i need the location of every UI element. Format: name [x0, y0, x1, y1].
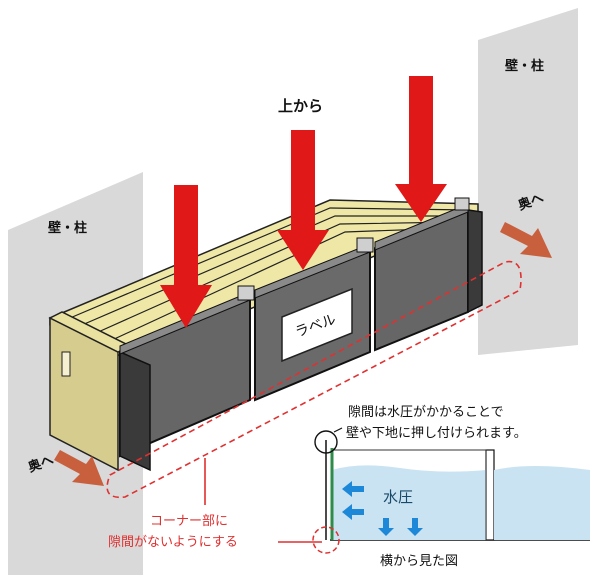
water-arrow-down-1-icon: [378, 518, 394, 536]
wall-right: [478, 8, 578, 355]
water-arrow-left-2-icon: [342, 504, 364, 520]
corner-gap-outline: [106, 260, 522, 499]
top-gap-circle: [314, 430, 338, 454]
label-card: [281, 287, 353, 363]
pressure-note-line1: 隙間は水圧がかかることで: [348, 405, 504, 420]
water-arrows: [342, 481, 423, 536]
corner-note-line1: コーナー部に: [150, 514, 228, 529]
panel-connectors: [237, 197, 470, 301]
press-arrows: [160, 76, 447, 328]
push-arrow-left-icon: [54, 450, 104, 486]
corner-note-line2: 隙間がないようにする: [108, 535, 238, 550]
push-arrow-right-icon: [500, 222, 552, 258]
press-arrow-left-icon: [160, 185, 212, 328]
panel-edge-left: [119, 350, 151, 472]
top-arrow-label: 上から: [278, 97, 323, 115]
water-arrow-down-2-icon: [407, 518, 423, 536]
wall-right-label: 壁・柱: [505, 58, 544, 74]
end-face-slot: [61, 351, 71, 377]
side-view-inset: 水圧: [312, 427, 590, 554]
press-arrow-center-icon: [277, 130, 329, 270]
water-arrow-left-1-icon: [342, 481, 364, 497]
wall-left-label: 壁・柱: [48, 220, 87, 236]
water-pressure-label: 水圧: [383, 488, 413, 506]
panel-edge-right: [467, 209, 483, 314]
bottom-gap-circle: [312, 526, 340, 554]
water-outside: [494, 466, 590, 540]
pressure-note-line2: 壁や下地に押し付けられます。: [346, 426, 527, 441]
water-body: [332, 465, 486, 540]
press-arrow-right-icon: [395, 76, 447, 222]
side-view-caption: 横から見た図: [380, 554, 458, 569]
